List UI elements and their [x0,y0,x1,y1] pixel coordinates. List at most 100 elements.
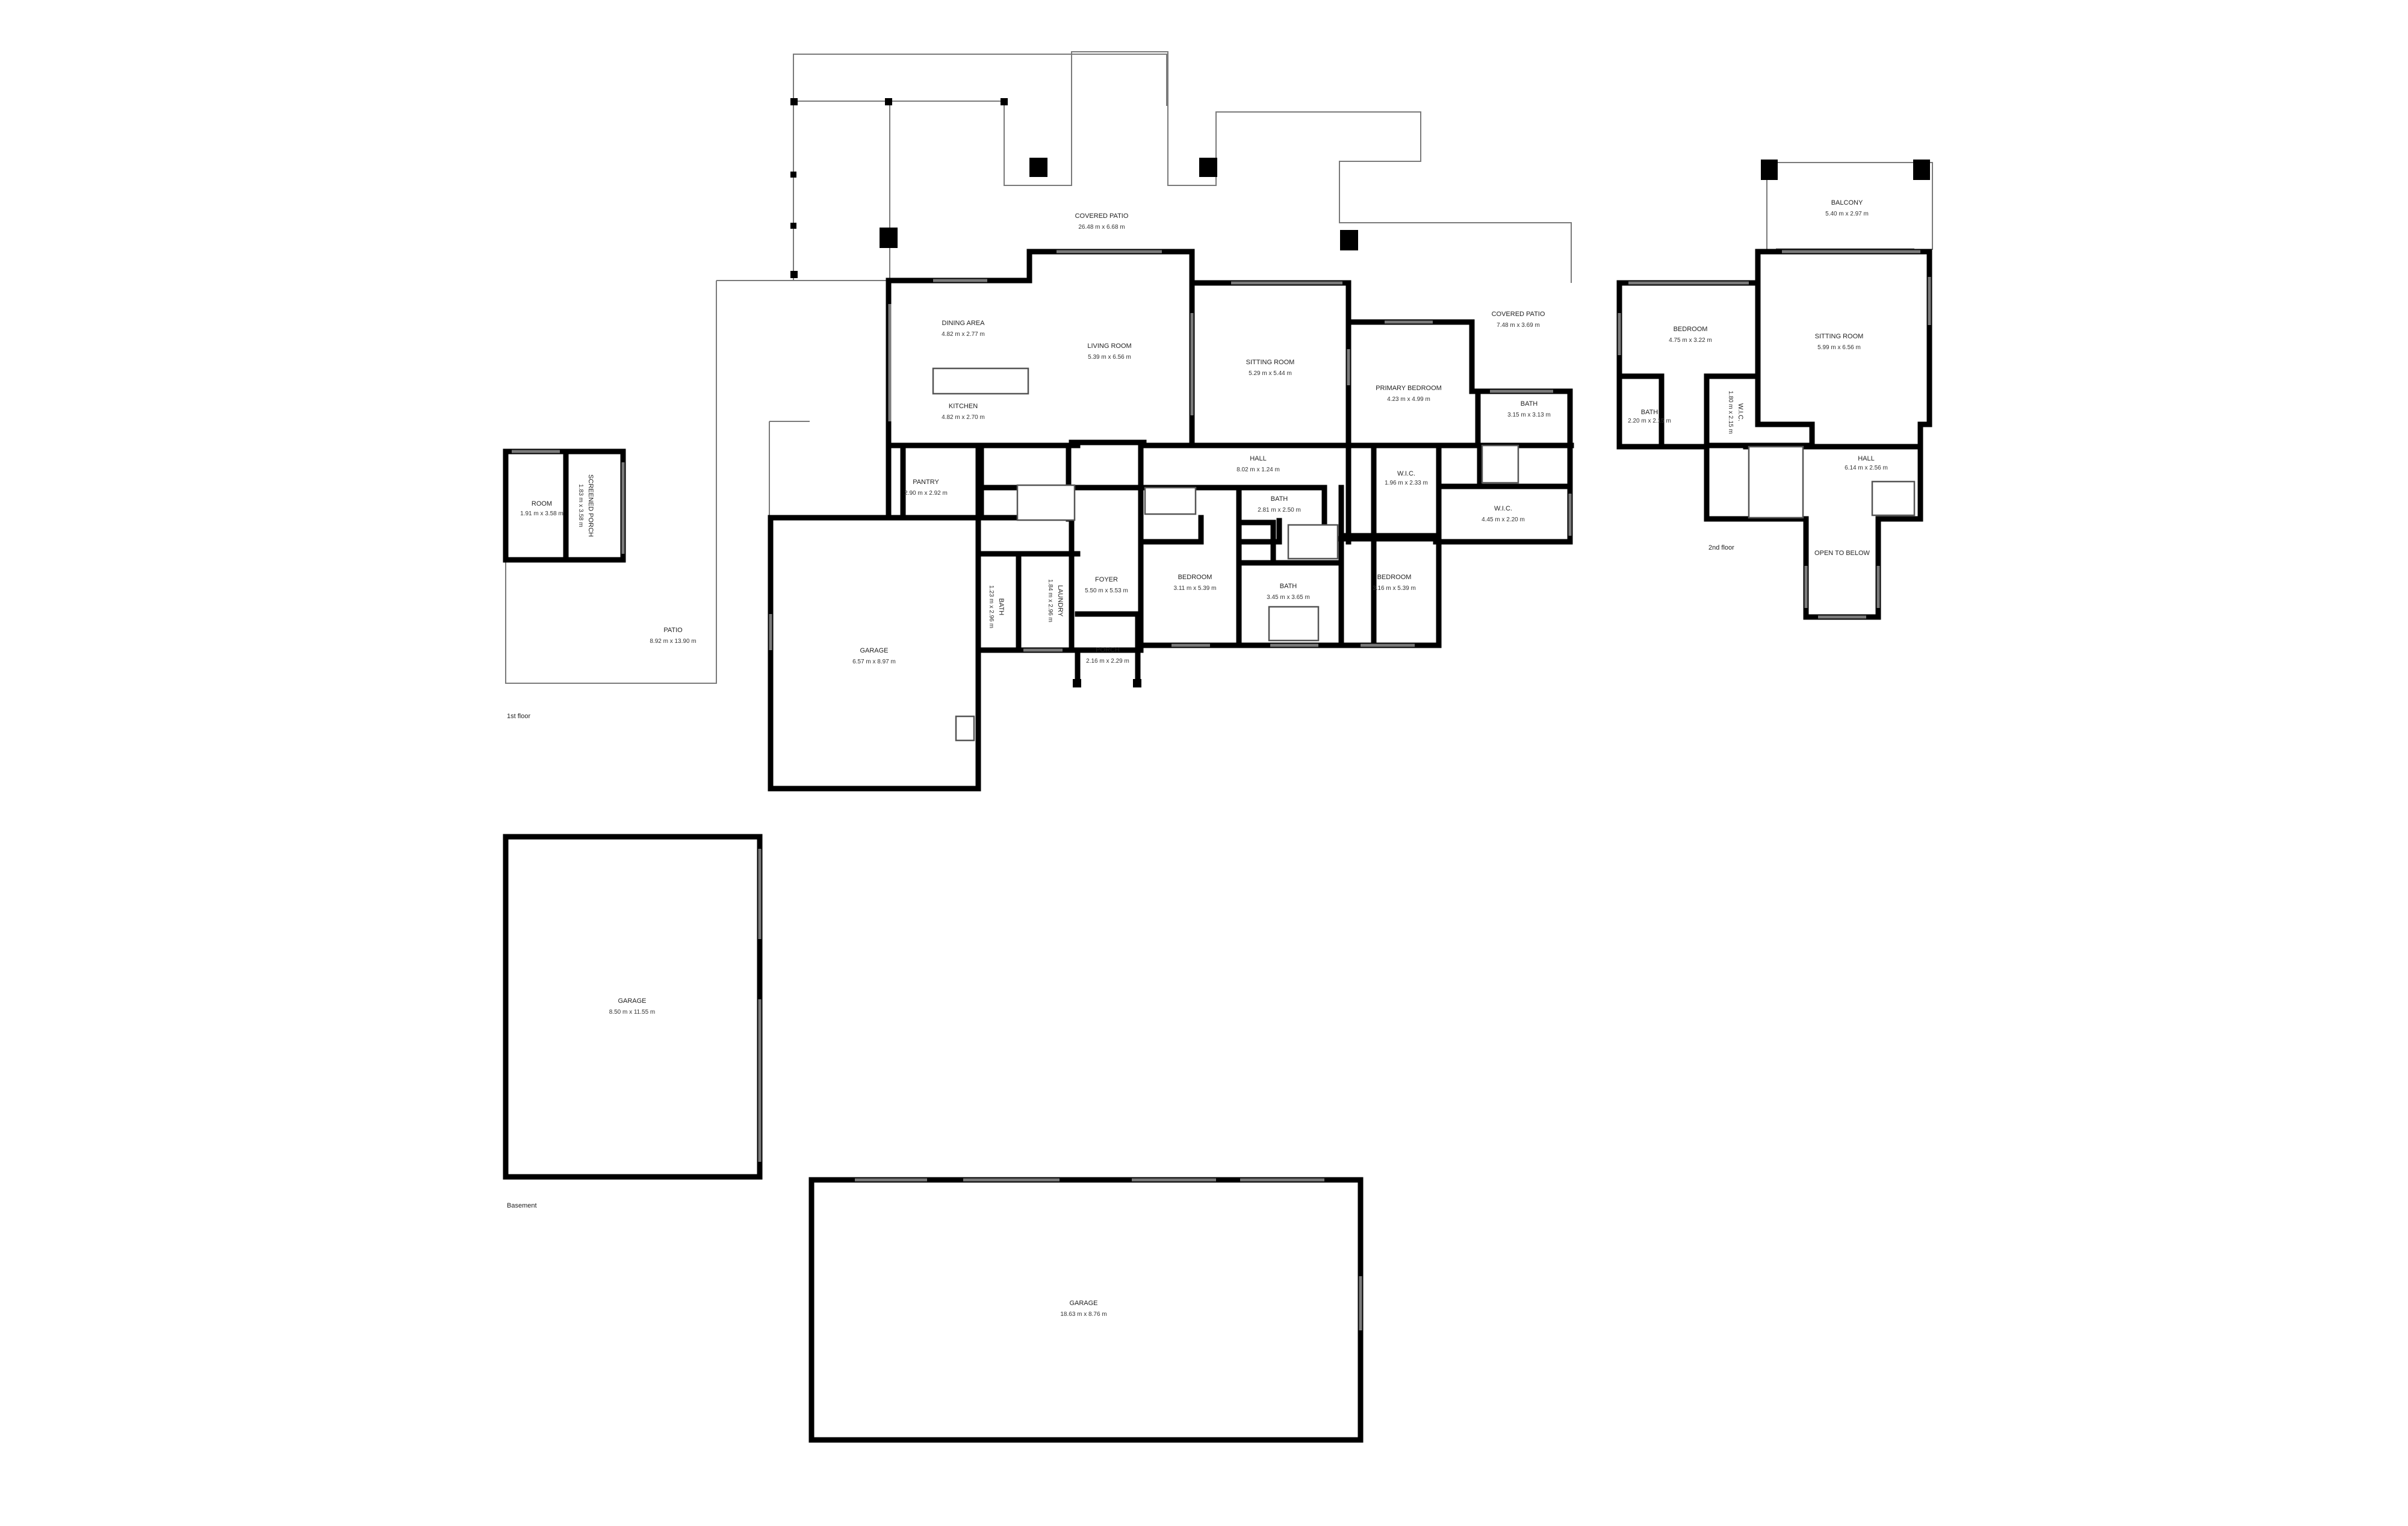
bathtub [1268,606,1320,642]
room-name-room-small: ROOM [532,500,552,507]
room-dim-bath-laundry: 1.23 m x 2.96 m [988,585,995,628]
room-name-balcony: BALCONY [1831,199,1863,206]
room-name-laundry: LAUNDRY [1057,585,1064,617]
room-dim-covered-patio: 26.48 m x 6.68 m [1078,224,1125,231]
room-dim-bedroom-second: 4.75 m x 3.22 m [1669,337,1712,344]
shower-center [1287,524,1339,560]
post [790,271,798,278]
post [1029,158,1047,177]
room-name-bedroom-right: BEDROOM [1377,574,1412,581]
room-dim-dining: 4.82 m x 2.77 m [942,331,985,338]
post [880,228,898,248]
room-dim-screened-porch: 1.83 m x 3.58 m [577,484,584,527]
room-dim-laundry: 1.84 m x 2.96 m [1047,579,1054,622]
room-dim-bath-primary: 3.15 m x 3.13 m [1507,412,1551,418]
room-name-living: LIVING ROOM [1087,343,1131,350]
room-name-primary-bedroom: PRIMARY BEDROOM [1376,385,1442,392]
shower-primary [1481,444,1519,484]
post [790,98,798,105]
room-dim-bedroom-right: 3.16 m x 5.39 m [1373,585,1416,592]
room-dim-primary-bedroom: 4.23 m x 4.99 m [1387,396,1430,403]
floor-label-first: 1st floor [507,713,530,720]
room-dim-bedroom-left: 3.11 m x 5.39 m [1174,585,1217,592]
room-name-garage-first: GARAGE [860,647,888,654]
windows [769,250,1572,652]
porch-post [1133,679,1141,687]
room-dim-sitting-second: 5.99 m x 6.56 m [1817,344,1861,351]
room-name-garage-basement-right: GARAGE [1069,1300,1097,1307]
room-name-hall-second: HALL [1858,455,1875,462]
room-name-screened-porch: SCREENED PORCH [587,474,594,537]
tub-right [955,715,975,742]
first-floor: 1st floor [503,51,1574,792]
room-dim-covered-patio-small: 7.48 m x 3.69 m [1497,322,1540,329]
stairs [1016,484,1076,521]
basement: Basement [503,834,1364,1443]
room-dim-foyer: 5.50 m x 5.53 m [1085,588,1128,594]
fixtures [932,367,1519,742]
room-name-garage-basement-left: GARAGE [618,997,646,1005]
room-name-wic-second: W.I.C. [1737,403,1744,421]
room-dim-living: 5.39 m x 6.56 m [1088,354,1131,361]
room-name-open-to-below: OPEN TO BELOW [1814,550,1870,557]
room-dim-hall: 8.02 m x 1.24 m [1237,467,1280,473]
room-name-sitting-second: SITTING ROOM [1815,333,1864,340]
room-dim-bath-hall: 2.81 m x 2.50 m [1258,507,1301,513]
room-name-covered-patio-small: COVERED PATIO [1492,311,1545,318]
small-room-block [503,448,626,563]
room-dim-bath-center: 3.45 m x 3.65 m [1267,594,1310,601]
shower-second [1871,480,1916,516]
room-name-foyer: FOYER [1095,576,1118,583]
room-dim-porch: 2.16 m x 2.29 m [1086,658,1129,665]
room-dim-wic-large: 4.45 m x 2.20 m [1482,516,1525,523]
room-name-wic-small: W.I.C. [1397,470,1415,477]
room-name-bedroom-left: BEDROOM [1178,574,1212,581]
room-name-bath-primary: BATH [1521,400,1538,408]
room-name-porch: PORCH [1096,647,1120,654]
room-name-patio: PATIO [663,627,683,634]
room-dim-patio: 8.92 m x 13.90 m [650,638,696,645]
room-name-bath-hall: BATH [1271,495,1288,503]
room-dim-balcony: 5.40 m x 2.97 m [1825,211,1869,217]
second-floor: 2nd floor [1616,160,1933,620]
post [1340,230,1358,250]
post [1199,158,1217,177]
floor-label-second: 2nd floor [1708,544,1734,551]
floor-label-basement: Basement [507,1202,537,1209]
room-name-bath-second: BATH [1641,409,1659,416]
kitchen-island [932,367,1029,395]
post [1001,98,1008,105]
room-name-covered-patio: COVERED PATIO [1075,212,1129,220]
post [790,223,796,229]
stairs-second [1748,445,1804,519]
room-dim-garage-basement-left: 8.50 m x 11.55 m [609,1009,656,1016]
room-dim-room-small: 1.91 m x 3.58 m [520,510,563,517]
room-name-bath-center: BATH [1280,583,1297,590]
room-name-bath-laundry: BATH [998,598,1005,616]
room-labels: COVERED PATIO 26.48 m x 6.68 m DINING AR… [520,199,1888,1318]
balcony-post [1761,160,1778,180]
room-dim-bath-second: 2.20 m x 2.15 m [1628,418,1671,424]
room-name-pantry: PANTRY [913,479,939,486]
room-dim-wic-second: 1.80 m x 2.15 m [1727,391,1734,434]
room-dim-sitting: 5.29 m x 5.44 m [1249,370,1292,377]
room-name-bedroom-second: BEDROOM [1674,326,1708,333]
post [790,172,796,178]
room-name-kitchen: KITCHEN [949,403,978,410]
room-dim-kitchen: 4.82 m x 2.70 m [942,414,985,421]
shower-left [1144,486,1197,515]
room-name-sitting: SITTING ROOM [1246,359,1295,366]
room-dim-wic-small: 1.96 m x 2.33 m [1385,480,1428,486]
room-dim-hall-second: 6.14 m x 2.56 m [1845,465,1888,471]
room-dim-pantry: 2.90 m x 2.92 m [904,490,948,497]
room-name-dining: DINING AREA [942,320,985,327]
patio-posts [790,98,1358,278]
room-name-wic-large: W.I.C. [1494,505,1512,512]
balcony-post [1913,160,1930,180]
main-walls [768,249,1574,792]
post [885,98,892,105]
room-name-hall: HALL [1250,455,1267,462]
room-dim-garage-first: 6.57 m x 8.97 m [852,659,896,665]
room-dim-garage-basement-right: 18.63 m x 8.76 m [1060,1311,1106,1318]
